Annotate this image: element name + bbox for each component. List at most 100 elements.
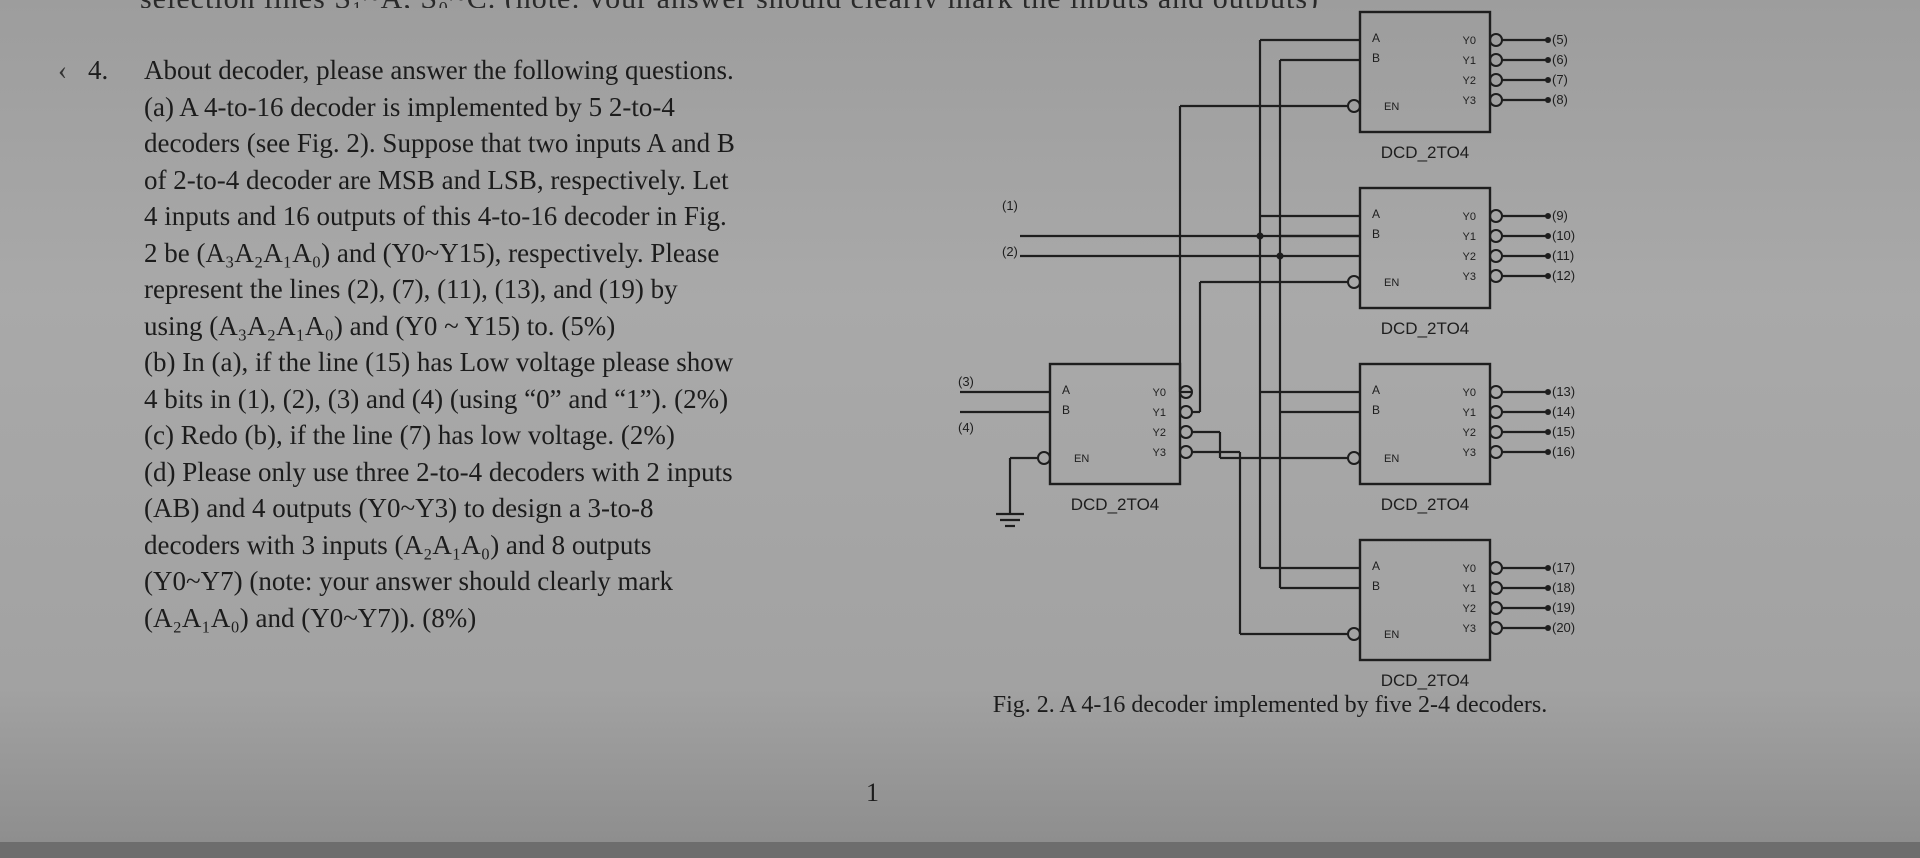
output-line-label: (18)	[1552, 580, 1575, 595]
part-a-line: decoders (see Fig. 2). Suppose that two …	[144, 128, 735, 158]
part-a-line: of 2-to-4 decoder are MSB and LSB, respe…	[144, 164, 729, 195]
output-inverter-bubble	[1179, 425, 1193, 439]
en-inverter-bubble	[1347, 275, 1361, 289]
output-inverter-bubble	[1489, 229, 1503, 243]
pin-b-label: B	[1372, 403, 1380, 417]
output-line-label: (20)	[1552, 620, 1575, 635]
output-inverter-bubble	[1489, 269, 1503, 283]
pin-en-label: EN	[1384, 277, 1399, 289]
output-pin-label: Y2	[1463, 603, 1476, 615]
pin-a-label: A	[1062, 383, 1070, 397]
output-inverter-bubble	[1179, 405, 1193, 419]
input-line-label: (3)	[958, 374, 974, 389]
part-a: (a) A 4-to-16 decoder is implemented by …	[144, 89, 908, 345]
output-inverter-bubble	[1489, 561, 1503, 575]
output-pin-label: Y2	[1153, 427, 1166, 439]
part-a-line: (a) A 4-to-16 decoder is implemented by …	[144, 91, 675, 122]
output-pin-label: Y1	[1463, 583, 1476, 595]
decoder-block-2	[1358, 186, 1492, 310]
output-terminal-dot	[1545, 409, 1551, 415]
part-d-line: decoders with 3 inputs (A₂A₁A₀) and 8 ou…	[144, 529, 652, 560]
output-terminal-dot	[1545, 605, 1551, 611]
output-pin-label: Y1	[1153, 407, 1166, 419]
decoder-name-label: DCD_2TO4	[1071, 495, 1160, 514]
en-inverter-bubble	[1347, 99, 1361, 113]
output-line-label: (17)	[1552, 560, 1575, 575]
output-pin-label: Y1	[1463, 55, 1476, 67]
decoder-block-4	[1358, 538, 1492, 662]
output-pin-label: Y2	[1463, 427, 1476, 439]
pin-en-label: EN	[1384, 629, 1399, 641]
output-line-label: (5)	[1552, 32, 1568, 47]
output-inverter-bubble	[1489, 445, 1503, 459]
question-number-text: 4.	[88, 55, 109, 85]
output-terminal-dot	[1545, 585, 1551, 591]
figure-caption: Fig. 2. A 4-16 decoder implemented by fi…	[992, 692, 1548, 718]
output-line-label: (12)	[1552, 268, 1575, 283]
output-inverter-bubble	[1179, 445, 1193, 459]
part-a-line: represent the lines (2), (7), (11), (13)…	[144, 274, 678, 304]
output-terminal-dot	[1545, 449, 1551, 455]
part-b-line: 4 bits in (1), (2), (3) and (4) (using “…	[144, 383, 729, 414]
output-terminal-dot	[1545, 57, 1551, 63]
output-terminal-dot	[1545, 253, 1551, 259]
decoder-name-label: DCD_2TO4	[1381, 495, 1470, 514]
output-inverter-bubble	[1489, 581, 1503, 595]
output-inverter-bubble	[1489, 53, 1503, 67]
part-b: (b) In (a), if the line (15) has Low vol…	[144, 344, 908, 417]
output-pin-label: Y2	[1463, 251, 1476, 263]
part-c-line: (c) Redo (b), if the line (7) has low vo…	[144, 420, 675, 450]
output-inverter-bubble	[1489, 425, 1503, 439]
decoder-circuit-diagram: ABENY0Y1Y2Y3DCD_2TO4(5)(6)(7)(8)ABENY0Y1…	[958, 10, 1575, 690]
output-line-label: (15)	[1552, 424, 1575, 439]
output-line-label: (14)	[1552, 404, 1575, 419]
output-terminal-dot	[1545, 389, 1551, 395]
en-inverter-bubble	[1037, 451, 1051, 465]
output-terminal-dot	[1545, 213, 1551, 219]
question-intro: About decoder, please answer the followi…	[144, 55, 734, 85]
output-line-label: (11)	[1552, 248, 1574, 263]
decoder-name-label: DCD_2TO4	[1381, 671, 1470, 690]
output-terminal-dot	[1545, 233, 1551, 239]
question-number: ‹ 4.	[58, 52, 144, 89]
pin-a-label: A	[1372, 383, 1380, 397]
pin-en-label: EN	[1384, 101, 1399, 113]
output-line-label: (10)	[1552, 228, 1575, 243]
output-terminal-dot	[1545, 565, 1551, 571]
part-d-line: (Y0~Y7) (note: your answer should clearl…	[144, 566, 673, 596]
pin-a-label: A	[1372, 559, 1380, 573]
decoder-block-3	[1358, 362, 1492, 486]
output-inverter-bubble	[1489, 249, 1503, 263]
pin-b-label: B	[1062, 403, 1070, 417]
output-terminal-dot	[1545, 625, 1551, 631]
output-terminal-dot	[1545, 37, 1551, 43]
pin-b-label: B	[1372, 227, 1380, 241]
part-b-line: (b) In (a), if the line (15) has Low vol…	[144, 347, 734, 377]
output-line-label: (13)	[1552, 384, 1575, 399]
part-d-line: (A₂A₁A₀) and (Y0~Y7)). (8%)	[144, 602, 477, 633]
output-inverter-bubble	[1489, 93, 1503, 107]
output-line-label: (19)	[1552, 600, 1575, 615]
output-inverter-bubble	[1489, 405, 1503, 419]
decoder-block-0	[1048, 362, 1182, 486]
output-line-label: (8)	[1552, 92, 1568, 107]
decoder-name-label: DCD_2TO4	[1381, 143, 1470, 162]
part-a-line: 2 be (A₃A₂A₁A₀) and (Y0~Y15), respective…	[144, 237, 720, 268]
en-inverter-bubble	[1347, 451, 1361, 465]
output-pin-label: Y0	[1463, 211, 1476, 223]
part-a-line: 4 inputs and 16 outputs of this 4-to-16 …	[144, 201, 727, 231]
input-line-label: (1)	[1002, 198, 1018, 213]
output-pin-label: Y3	[1463, 447, 1476, 459]
decoder-name-label: DCD_2TO4	[1381, 319, 1470, 338]
previous-question-fragment: selection lines S₁~A, S₀~C. (note: your …	[140, 0, 1440, 8]
output-pin-label: Y3	[1463, 95, 1476, 107]
decoder-block-1	[1358, 10, 1492, 134]
output-pin-label: Y0	[1463, 35, 1476, 47]
page-bottom-edge	[0, 842, 1920, 858]
pin-a-label: A	[1372, 31, 1380, 45]
input-line-label: (2)	[1002, 244, 1018, 259]
output-inverter-bubble	[1489, 385, 1503, 399]
output-inverter-bubble	[1489, 621, 1503, 635]
check-mark-icon: ‹	[58, 55, 67, 85]
